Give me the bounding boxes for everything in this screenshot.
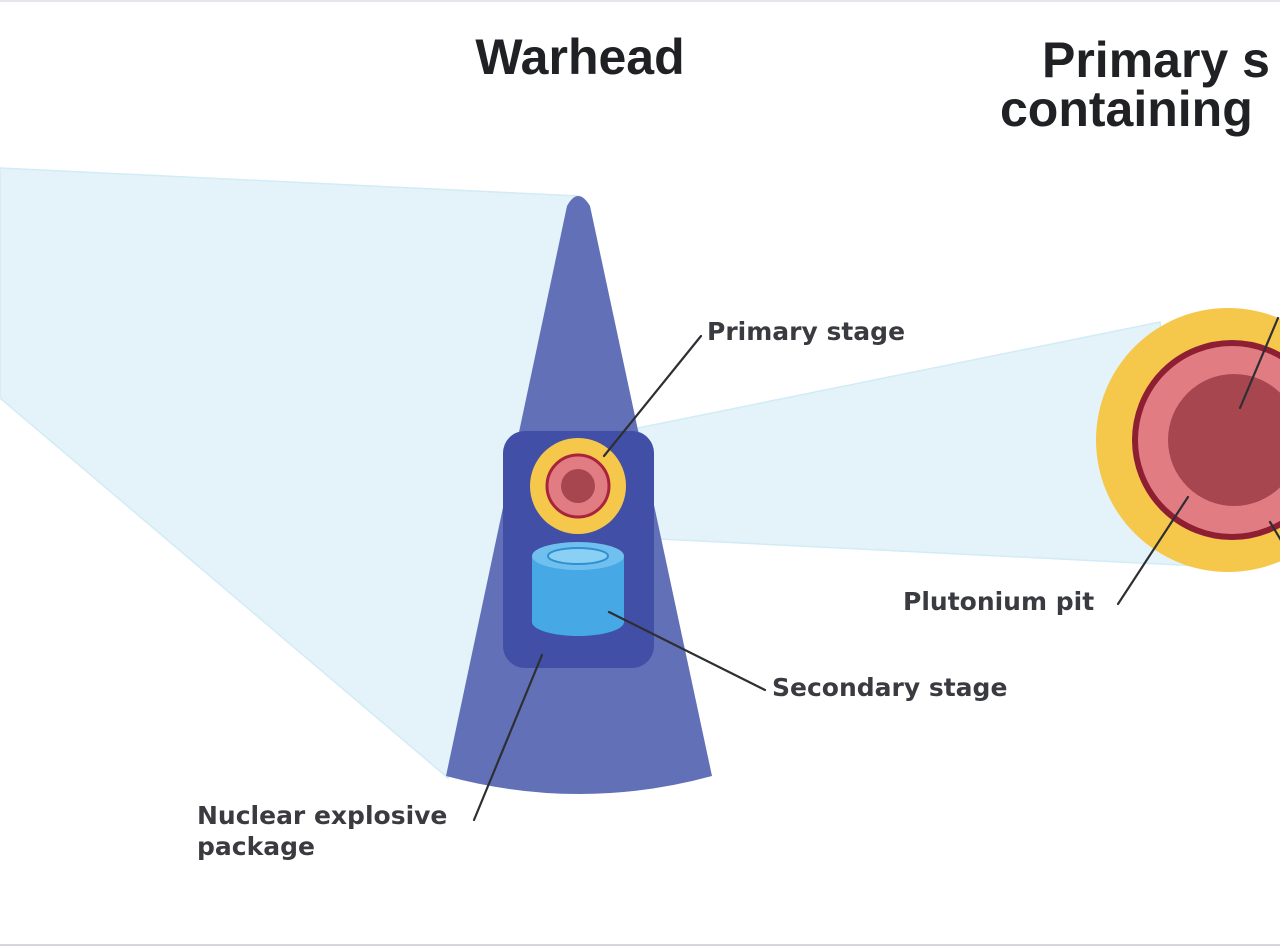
secondary-stage-leader <box>607 610 767 692</box>
primary-stage-closeup <box>1096 308 1280 572</box>
primary-title-line2: containing <box>1000 81 1253 137</box>
core-leader <box>1238 316 1280 410</box>
nuclear-explosive-label-line1: Nuclear explosive <box>197 801 447 830</box>
explosive-leader <box>1268 520 1280 541</box>
left-zoom-beam <box>0 167 579 780</box>
nuclear-explosive-leader <box>472 653 544 822</box>
secondary-stage-label: Secondary stage <box>772 673 1007 702</box>
warhead-title: Warhead <box>475 29 684 85</box>
primary-stage-leader <box>602 334 703 458</box>
nuclear-explosive-label-line2: package <box>197 832 315 861</box>
primary-stage <box>530 438 626 534</box>
primary-stage-label: Primary stage <box>707 317 905 346</box>
primary-title-line1: Primary s <box>1042 32 1270 88</box>
plutonium-pit-leader <box>1116 495 1190 606</box>
secondary-stage <box>532 542 624 636</box>
plutonium-pit-label: Plutonium pit <box>903 587 1094 616</box>
